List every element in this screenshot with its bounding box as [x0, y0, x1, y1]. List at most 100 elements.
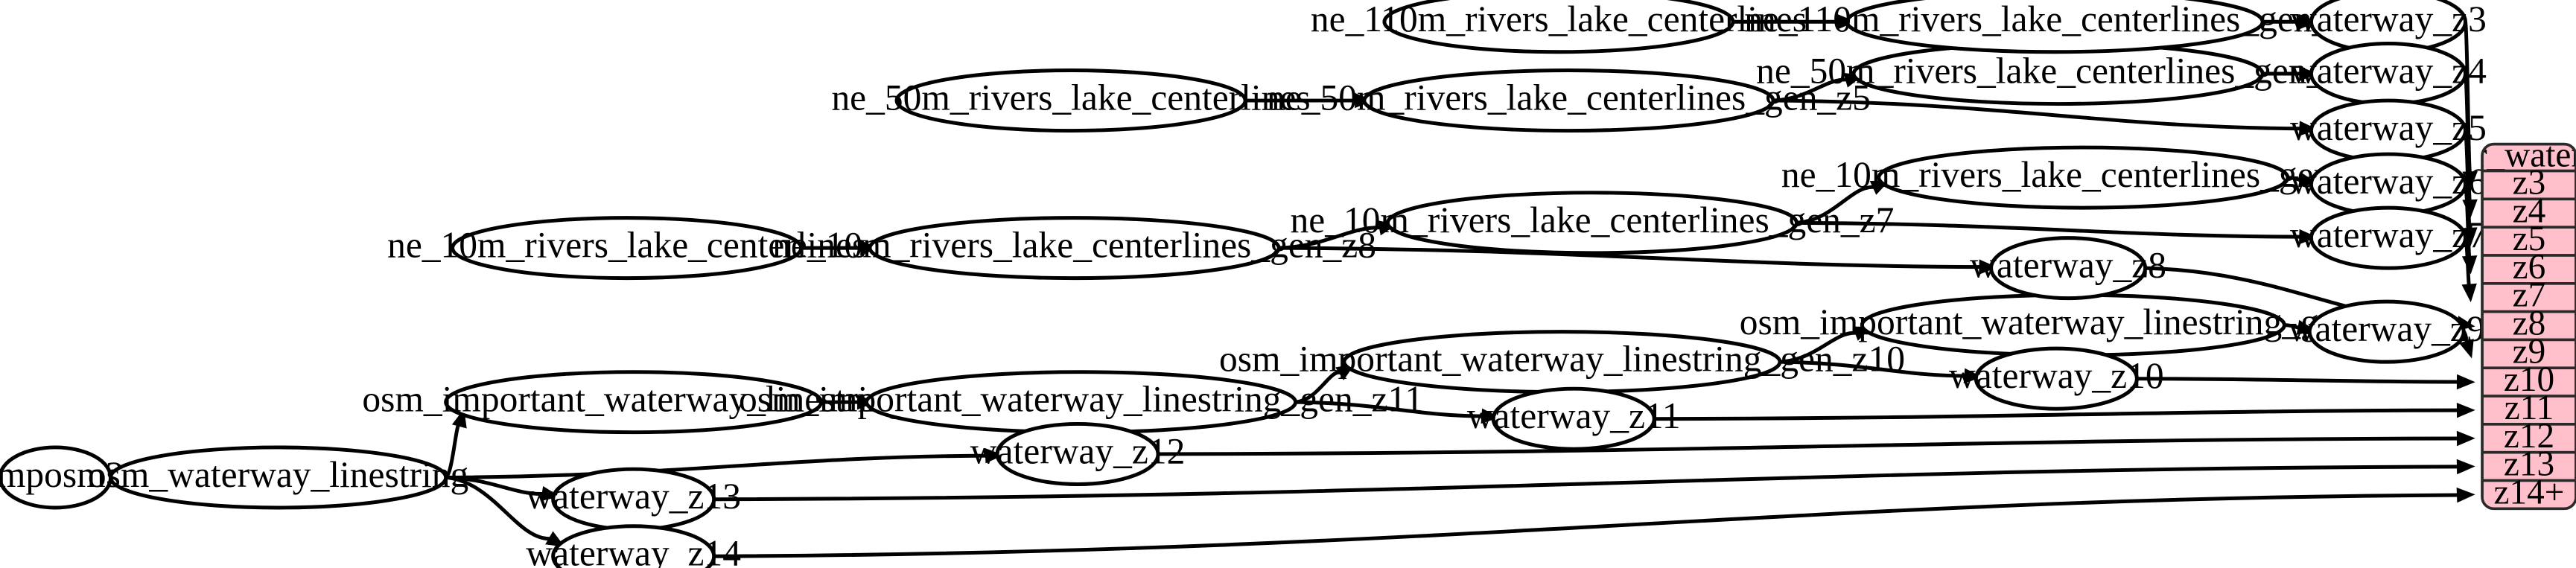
node-waterway_z9[interactable]: waterway_z9	[2289, 299, 2485, 364]
node-ellipse	[109, 445, 448, 510]
node-label: waterway_z3	[2290, 0, 2487, 39]
node-ellipse	[1491, 386, 1656, 451]
edge-line	[1158, 436, 2459, 456]
node-label: waterway_z4	[2290, 51, 2487, 92]
edge-arrowhead	[985, 447, 1004, 464]
node-waterway_z8[interactable]: waterway_z8	[1970, 236, 2166, 301]
layer-waterway-table: layer_waterwayz3z4z5z6z7z8z9z10z11z12z13…	[2481, 142, 2576, 511]
node-label: waterway_z12	[970, 430, 1186, 471]
layer-table-row-label: z11	[2505, 389, 2554, 427]
layer-table-row-label: z5	[2513, 220, 2546, 258]
edge-waterway_z13--to--layer_waterway_z13	[713, 459, 2475, 502]
node-ne_10m_rivers_lake_centerlines_gen_z8[interactable]: ne_10m_rivers_lake_centerlines_gen_z8	[772, 216, 1376, 281]
node-label: ne_10m_rivers_lake_centerlines_gen_z6	[1781, 154, 2385, 195]
node-ellipse	[894, 68, 1247, 133]
edge-line	[445, 475, 551, 541]
node-osm_important_waterway_linestring_gen_z10[interactable]: osm_important_waterway_linestring_gen_z1…	[1219, 330, 1905, 395]
edge-arrowhead	[1481, 408, 1500, 424]
node-label: waterway_z8	[1970, 245, 2166, 286]
node-label: osm_important_waterway_linestring	[362, 379, 905, 420]
node-ellipse	[451, 216, 804, 281]
edge-arrowhead	[2459, 338, 2474, 359]
node-label: ne_110m_rivers_lake_centerlines	[1311, 0, 1807, 39]
node-osm_waterway_linestring[interactable]: osm_waterway_linestring	[88, 445, 468, 510]
node-imposm3[interactable]: imposm3	[0, 445, 124, 510]
layer-table-row-label: z9	[2513, 332, 2546, 371]
layer-table-row-z7[interactable]	[2481, 282, 2576, 313]
node-label: osm_waterway_linestring	[88, 454, 468, 495]
node-label: ne_10m_rivers_lake_centerlines	[387, 225, 866, 266]
node-ellipse	[1385, 191, 1799, 255]
edge-arrowhead	[451, 409, 467, 429]
edge-arrowhead	[2298, 121, 2318, 136]
layer-table-row-z6[interactable]	[2481, 254, 2576, 285]
node-ne_10m_rivers_lake_centerlines[interactable]: ne_10m_rivers_lake_centerlines	[387, 216, 866, 281]
node-waterway_z13[interactable]: waterway_z13	[526, 467, 741, 532]
edge-osm_waterway_linestring--to--waterway_z12	[445, 447, 1004, 479]
layer-table-row-label: z8	[2513, 304, 2546, 343]
edge-line	[1654, 408, 2459, 421]
node-waterway_z12[interactable]: waterway_z12	[970, 421, 1186, 486]
edge-line	[713, 465, 2459, 502]
edge-arrowhead	[2456, 374, 2475, 390]
node-waterway_z10[interactable]: waterway_z10	[1949, 346, 2164, 411]
layer-table-row-label: z10	[2504, 360, 2554, 399]
edge-ne_10m_rivers_lake_centerlines_gen_z8--to--waterway_z8	[1279, 246, 1998, 275]
edge-arrowhead	[2456, 402, 2475, 418]
layer-table-row-label: z7	[2513, 276, 2546, 315]
node-ellipse	[1382, 0, 1735, 54]
edge-line	[1779, 331, 1857, 364]
node-label: waterway_z13	[526, 476, 741, 517]
edge-line	[1295, 400, 1483, 418]
node-waterway_z6[interactable]: waterway_z6	[2290, 152, 2487, 217]
layer-table-row-label: z13	[2504, 445, 2554, 484]
edge-arrowhead	[2456, 487, 2475, 503]
edge-arrowhead	[545, 531, 565, 547]
edge-arrowhead	[1963, 368, 1983, 384]
node-ellipse	[2307, 299, 2466, 364]
edge-waterway_z12--to--layer_waterway_z12	[1158, 430, 2475, 456]
node-osm_important_waterway_linestring[interactable]: osm_important_waterway_linestring	[362, 370, 905, 435]
edge-arrowhead	[2299, 66, 2318, 82]
layer-table-row-z14plus[interactable]	[2481, 479, 2576, 509]
node-osm_important_waterway_linestring_gen_z11[interactable]: osm_important_waterway_linestring_gen_z1…	[739, 370, 1423, 435]
node-waterway_z11[interactable]: waterway_z11	[1467, 386, 1681, 451]
layer-table-row-z10[interactable]	[2481, 366, 2576, 398]
edge-arrowhead	[2456, 430, 2475, 447]
node-waterway_z4[interactable]: waterway_z4	[2290, 42, 2487, 106]
layer-table-row-label: z4	[2513, 191, 2546, 230]
node-ellipse	[1974, 346, 2139, 411]
node-ne_110m_rivers_lake_centerlines_gen_z3[interactable]: ne_110m_rivers_lake_centerlines_gen_z3	[1744, 0, 2365, 54]
node-ne_50m_rivers_lake_centerlines_gen_z5[interactable]: ne_50m_rivers_lake_centerlines_gen_z5	[1267, 68, 1871, 133]
node-ellipse	[444, 370, 824, 435]
node-waterway_z14[interactable]: waterway_z14	[526, 524, 741, 568]
node-label: waterway_z7	[2290, 214, 2487, 255]
node-label: waterway_z5	[2290, 107, 2487, 148]
node-ne_50m_rivers_lake_centerlines_gen_z4[interactable]: ne_50m_rivers_lake_centerlines_gen_z4	[1756, 42, 2360, 106]
edge-line	[1796, 220, 2301, 239]
node-waterway_z5[interactable]: waterway_z5	[2290, 98, 2487, 163]
node-ne_50m_rivers_lake_centerlines[interactable]: ne_50m_rivers_lake_centerlines	[831, 68, 1311, 133]
edge-waterway_z14--to--layer_waterway_z14_	[713, 487, 2475, 558]
node-ellipse	[1362, 68, 1775, 133]
node-label: waterway_z9	[2289, 308, 2485, 349]
node-ne_10m_rivers_lake_centerlines_gen_z7[interactable]: ne_10m_rivers_lake_centerlines_gen_z7	[1291, 191, 1895, 255]
node-waterway_z7[interactable]: waterway_z7	[2290, 205, 2487, 270]
edge-line	[713, 493, 2459, 558]
edge-ne_10m_rivers_lake_centerlines_gen_z7--to--waterway_z7	[1796, 220, 2318, 245]
node-ne_110m_rivers_lake_centerlines[interactable]: ne_110m_rivers_lake_centerlines	[1311, 0, 1807, 54]
node-ellipse	[1845, 0, 2265, 54]
edge-line	[1796, 185, 1875, 225]
node-ellipse	[551, 524, 716, 568]
edge-arrowhead	[2299, 14, 2318, 30]
edge-osm_waterway_linestring--to--waterway_z14	[445, 475, 565, 547]
edge-line	[2137, 377, 2459, 384]
node-ne_10m_rivers_lake_centerlines_gen_z6[interactable]: ne_10m_rivers_lake_centerlines_gen_z6	[1781, 145, 2385, 210]
layer-table-row-z13[interactable]	[2481, 450, 2576, 482]
edge-osm_waterway_linestring--to--osm_important_waterway_linestring	[444, 409, 467, 479]
node-label: ne_50m_rivers_lake_centerlines	[831, 77, 1310, 118]
node-waterway_z3[interactable]: waterway_z3	[2290, 0, 2487, 54]
node-label: osm_important_waterway_linestring_gen_z1…	[739, 379, 1423, 420]
